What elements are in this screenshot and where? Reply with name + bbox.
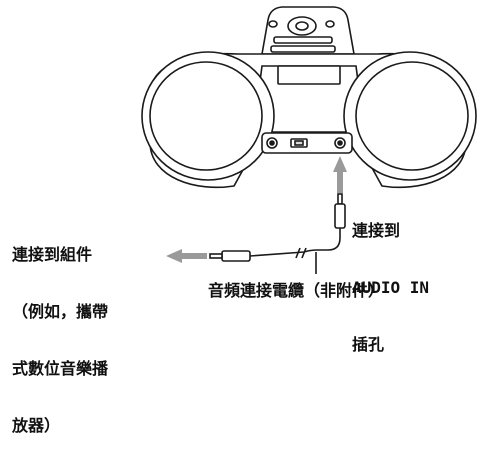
label-connect-jack-line-2: AUDIO IN xyxy=(352,278,430,297)
control-button-row-2 xyxy=(270,45,336,53)
boombox xyxy=(141,6,477,189)
diagram: 連接到 AUDIO IN 插孔 連接到組件 （例如，攜帶 式數位音樂播 放器） … xyxy=(12,6,477,435)
boombox-diagram-svg xyxy=(141,6,477,274)
label-connect-component-line-3: 式數位音樂播 xyxy=(12,359,109,378)
label-cable: 音頻連接電纜（非附件） xyxy=(208,281,385,300)
label-connect-jack-line-1: 連接到 xyxy=(352,221,401,240)
control-panel xyxy=(261,6,355,55)
cable-line xyxy=(249,228,341,257)
plug-body-horizontal xyxy=(221,250,251,262)
label-connect-component: 連接到組件 （例如，攜帶 式數位音樂播 放器） xyxy=(12,207,108,473)
left-speaker-inner xyxy=(149,61,263,171)
label-connect-jack-line-3: 插孔 xyxy=(352,335,385,354)
right-speaker-inner xyxy=(355,61,469,171)
top-button-right xyxy=(325,20,335,28)
label-connect-component-line-1: 連接到組件 xyxy=(12,245,93,264)
audio-cable xyxy=(209,193,346,274)
label-connect-component-line-2: （例如，攜帶 xyxy=(12,302,109,321)
plug-tip-horizontal xyxy=(209,253,223,259)
label-connect-component-line-4: 放器） xyxy=(12,416,61,435)
jog-dial-center xyxy=(295,21,309,31)
arrow-to-jack xyxy=(333,156,347,193)
display-window xyxy=(277,65,341,85)
right-speaker xyxy=(343,51,477,181)
top-button-left xyxy=(268,20,278,28)
arrow-to-component xyxy=(166,249,207,263)
plug-body-vertical xyxy=(334,203,346,229)
plug-tip-vertical xyxy=(337,193,343,205)
control-button-row-1 xyxy=(273,36,333,44)
left-speaker xyxy=(141,51,275,181)
jack-panel xyxy=(261,132,353,154)
